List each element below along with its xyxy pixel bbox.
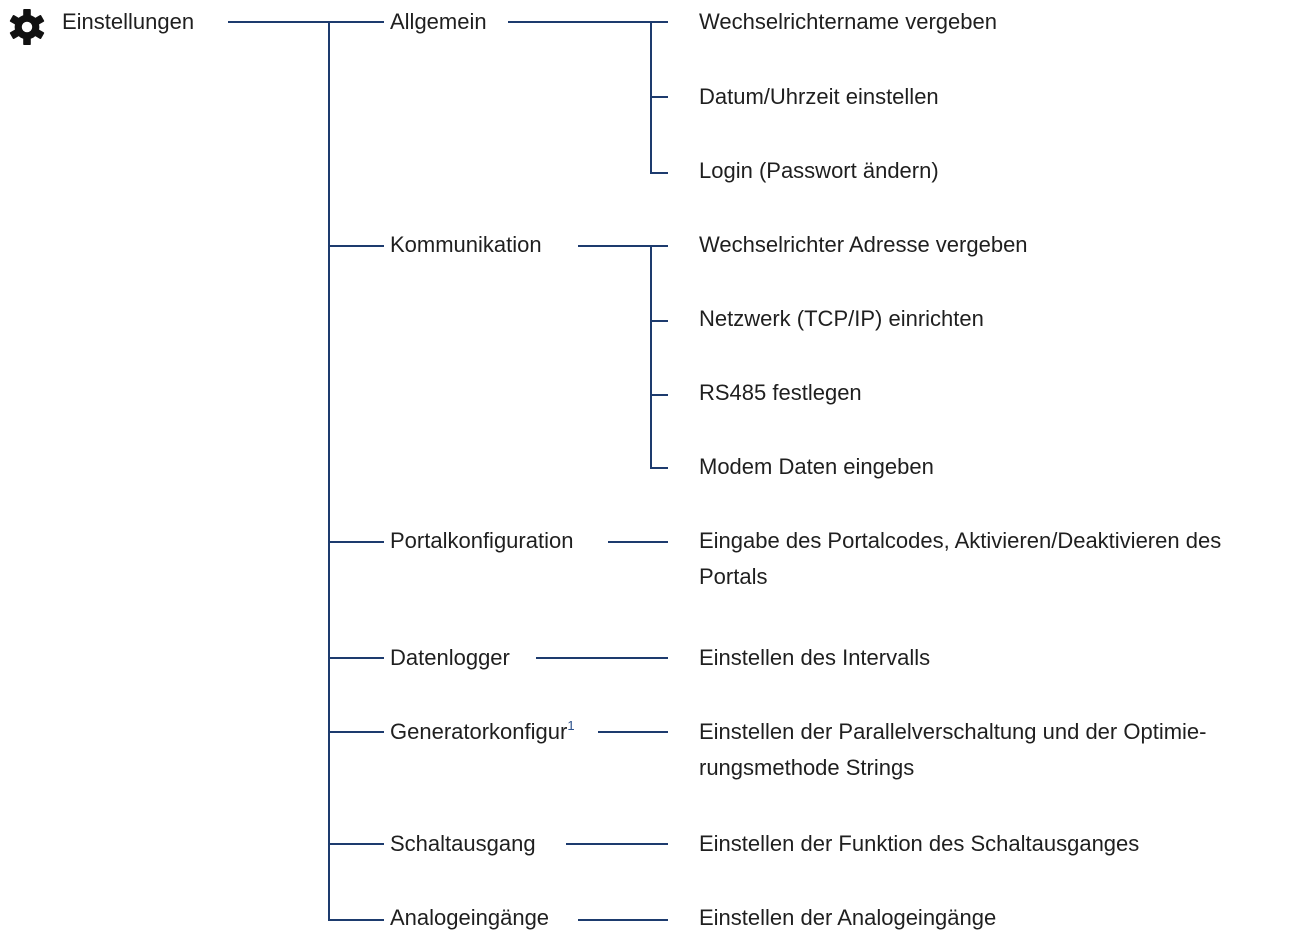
gear-icon bbox=[9, 8, 45, 46]
item-modem: Modem Daten eingeben bbox=[699, 454, 934, 479]
connector-schaltausgang bbox=[566, 843, 668, 845]
trunk-branch bbox=[328, 657, 384, 659]
root-connector bbox=[228, 21, 384, 23]
connector-allgemein bbox=[508, 21, 668, 23]
desc-datenlogger: Einstellen des Intervalls bbox=[699, 645, 931, 670]
trunk-branch bbox=[328, 731, 384, 733]
item-rs485: RS485 festlegen bbox=[699, 380, 862, 405]
connector-generatorkonfigur bbox=[598, 731, 668, 733]
item-wechselrichter-adresse: Wechselrichter Adresse vergeben bbox=[699, 232, 1028, 257]
main-trunk bbox=[328, 21, 330, 921]
root-label: Einstellungen bbox=[62, 9, 195, 34]
subtree-tick bbox=[650, 172, 668, 174]
group-schaltausgang: Schaltausgang bbox=[390, 831, 536, 856]
connector-kommunikation bbox=[578, 245, 668, 247]
connector-portalkonfiguration bbox=[608, 541, 668, 543]
connector-analogeingaenge bbox=[578, 919, 668, 921]
desc-analogeingaenge: Einstellen der Analogeingänge bbox=[699, 905, 997, 930]
subtree-tick bbox=[650, 320, 668, 322]
desc-schaltausgang: Einstellen der Funktion des Schaltausgan… bbox=[699, 831, 1140, 856]
group-analogeingaenge: Analogeingänge bbox=[390, 905, 550, 930]
footnote-marker: 1 bbox=[567, 718, 575, 733]
trunk-branch bbox=[328, 919, 384, 921]
group-generatorkonfigur: Generatorkonfigur1 bbox=[390, 718, 575, 746]
item-netzwerk: Netzwerk (TCP/IP) einrichten bbox=[699, 306, 984, 331]
desc-portalkonfiguration: Eingabe des Portalcodes, Aktivieren/Deak… bbox=[699, 528, 1222, 589]
item-login: Login (Passwort ändern) bbox=[699, 158, 939, 183]
group-generatorkonfigur-label: Generatorkonfigur bbox=[390, 719, 568, 744]
trunk-branch bbox=[328, 245, 384, 247]
group-allgemein: Allgemein bbox=[390, 9, 487, 34]
subtree-tick bbox=[650, 467, 668, 469]
item-datum-uhrzeit: Datum/Uhrzeit einstellen bbox=[699, 84, 939, 109]
desc-generatorkonfigur: Einstellen der Parallelverschaltung und … bbox=[699, 719, 1207, 780]
group-datenlogger: Datenlogger bbox=[390, 645, 510, 670]
trunk-branch bbox=[328, 541, 384, 543]
subtree-tick bbox=[650, 96, 668, 98]
item-wechselrichtername: Wechselrichtername vergeben bbox=[699, 9, 997, 34]
subtree-kommunikation bbox=[650, 245, 652, 469]
connector-datenlogger bbox=[536, 657, 668, 659]
trunk-branch bbox=[328, 843, 384, 845]
subtree-tick bbox=[650, 394, 668, 396]
group-kommunikation: Kommunikation bbox=[390, 232, 542, 257]
group-portalkonfiguration: Portalkonfiguration bbox=[390, 528, 574, 553]
